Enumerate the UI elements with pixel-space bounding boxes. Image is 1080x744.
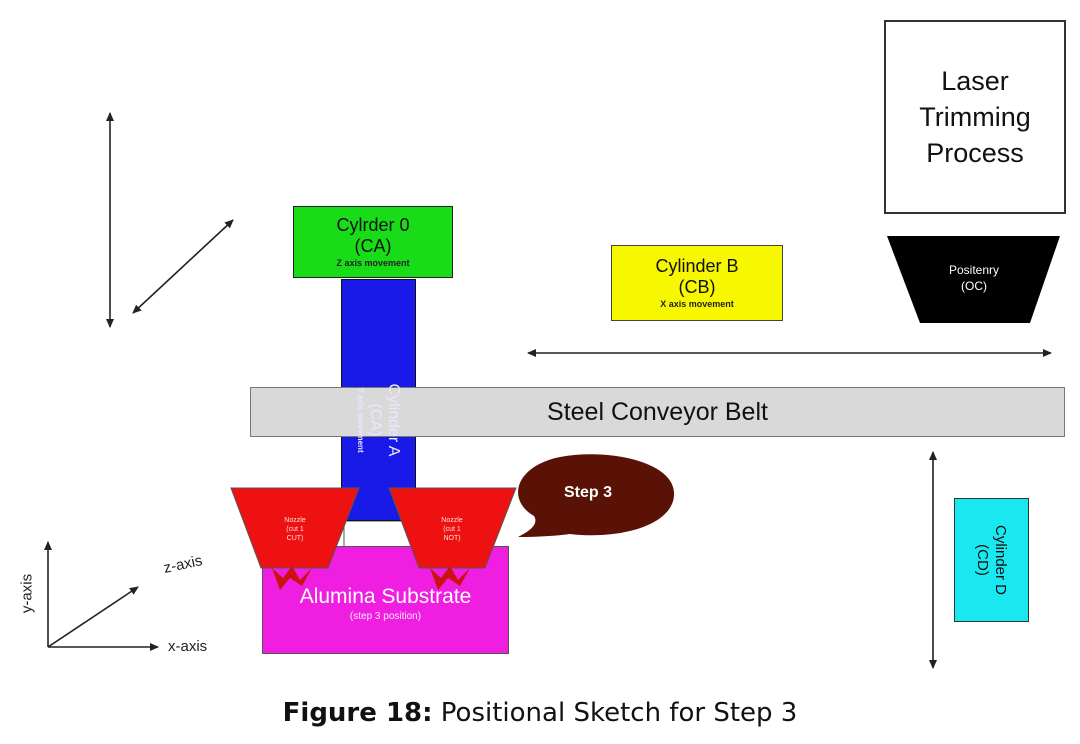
caption-text: Positional Sketch for Step 3: [432, 698, 798, 728]
cylinder-0-box: Cylrder 0 (CA) Z axis movement: [293, 206, 453, 278]
step-bubble-label: Step 3: [563, 484, 612, 501]
diagonal-arrow-left: [132, 219, 234, 314]
substrate-name: Alumina Substrate: [299, 585, 472, 608]
nozzle-left-line-2: (cut 1: [286, 526, 304, 533]
cylinder-d-name: Cylinder D: [992, 524, 1009, 596]
cylinder-0-code: (CA): [354, 235, 392, 256]
cylinder-0-note: Z axis movement: [336, 257, 410, 268]
cylinder-d-code: (CD): [974, 544, 991, 576]
caption-prefix: Figure 18:: [282, 698, 433, 728]
cylinder-d-label: Cylinder D (CD): [973, 495, 1009, 625]
nozzle-left-line-1: Nozzle: [284, 517, 306, 524]
laser-trimming-box: Laser Trimming Process: [884, 20, 1066, 214]
spark-left: [272, 566, 312, 590]
nozzle-right-line-1: Nozzle: [441, 517, 463, 524]
positioner-code: (OC): [961, 279, 987, 293]
nozzle-left-label: Nozzle (cut 1 CUT): [265, 516, 325, 543]
laser-line-3: Process: [926, 138, 1024, 168]
y-axis-label: y-axis: [18, 573, 36, 614]
cylinder-b-name: Cylinder B: [655, 255, 739, 276]
positioner-shape: [887, 236, 1060, 323]
nozzle-left-shape: [230, 487, 360, 569]
cylinder-0-name: Cylrder 0: [336, 214, 410, 235]
substrate-note: (step 3 position): [349, 611, 422, 622]
cylinder-b-code: (CB): [678, 276, 716, 297]
positioner-name: Positenry: [948, 263, 1000, 277]
nozzle-right-line-3: NOT): [443, 535, 461, 542]
laser-line-2: Trimming: [919, 102, 1031, 132]
belt-label: Steel Conveyor Belt: [547, 397, 768, 426]
positioner-label: Positenry (OC): [919, 262, 1029, 294]
nozzle-right-line-2: (cut 1: [443, 526, 461, 533]
laser-line-1: Laser: [941, 66, 1009, 96]
x-axis-label: x-axis: [168, 638, 208, 655]
nozzle-right-shape: [388, 487, 517, 569]
cylinder-b-note: X axis movement: [660, 298, 734, 309]
spark-right: [430, 566, 470, 590]
cylinder-d-box: [954, 498, 1029, 622]
figure-caption: Figure 18: Positional Sketch for Step 3: [0, 698, 1080, 728]
z-axis-arrow: [47, 586, 139, 648]
nozzle-right-label: Nozzle (cut 1 NOT): [422, 516, 482, 543]
nozzle-left-line-3: CUT): [286, 535, 304, 542]
steel-conveyor-belt: Steel Conveyor Belt: [250, 387, 1065, 437]
cylinder-b-box: Cylinder B (CB) X axis movement: [611, 245, 783, 321]
step-bubble: [518, 454, 675, 537]
